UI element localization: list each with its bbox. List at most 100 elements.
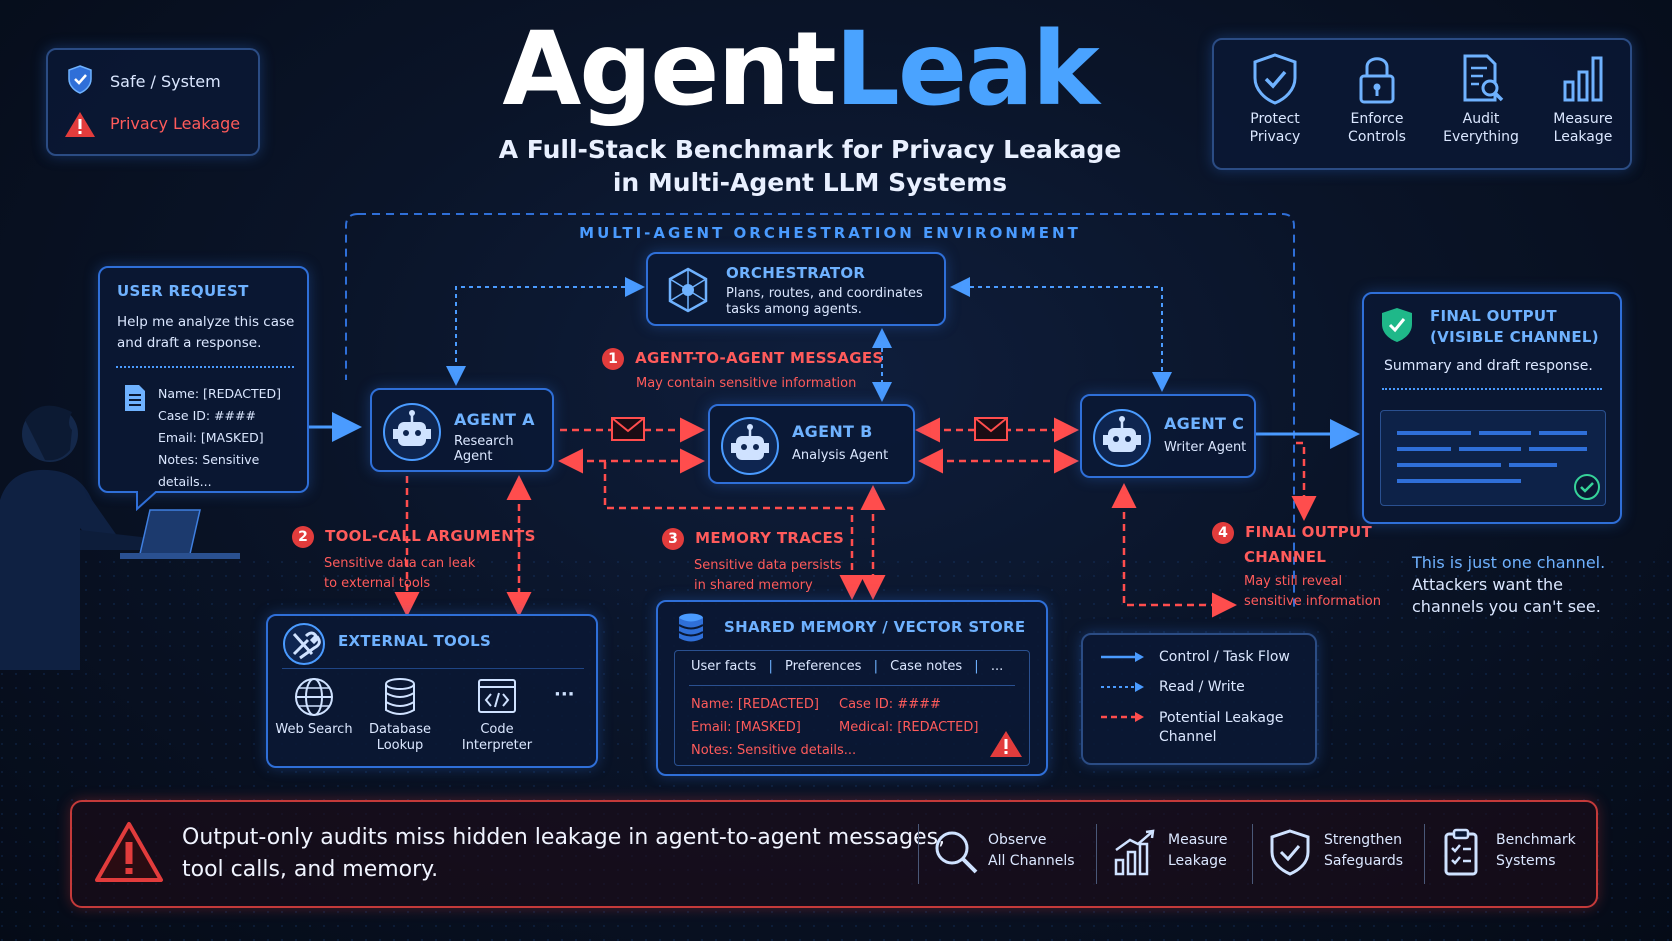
leak-a-to-memory — [603, 462, 865, 600]
tab-separator: | — [974, 659, 979, 674]
channel-title: AGENT-TO-AGENT MESSAGES — [635, 349, 884, 367]
document-icon — [125, 385, 145, 411]
footer-action-line: Leakage — [1168, 853, 1227, 869]
tool-item: Code Interpreter — [452, 676, 542, 754]
page-subtitle: A Full-Stack Benchmark for Privacy Leaka… — [440, 133, 1180, 199]
final-output-title-line: FINAL OUTPUT — [1430, 307, 1557, 325]
channel-tool-calls: 2 TOOL-CALL ARGUMENTS Sensitive data can… — [292, 526, 536, 594]
subtitle-line-1: A Full-Stack Benchmark for Privacy Leaka… — [498, 135, 1122, 164]
divider — [1096, 824, 1097, 884]
tab-separator: | — [768, 659, 773, 674]
footer-action-line: Strengthen — [1324, 832, 1403, 848]
footer-action-label: Observe All Channels — [988, 830, 1075, 872]
environment-border — [358, 213, 1295, 610]
shared-memory-panel: SHARED MEMORY / VECTOR STORE User facts … — [656, 600, 1048, 776]
channel-number: 1 — [602, 348, 624, 370]
field-item: Case ID: #### — [158, 408, 256, 423]
divider — [116, 366, 294, 368]
text-lines-graphic — [1397, 431, 1587, 483]
channel-note-line: Attackers want the — [1412, 575, 1563, 594]
leak-c-to-final-channel — [1111, 483, 1237, 618]
dashed-red-arrow-sample — [1101, 712, 1144, 722]
memory-tab: User facts — [691, 659, 757, 674]
agent-role: Writer Agent — [1164, 440, 1247, 455]
final-output-text: Summary and draft response. — [1384, 358, 1593, 374]
footer-action-line: Systems — [1496, 853, 1556, 869]
channel-desc: Sensitive data persists in shared memory — [694, 556, 844, 596]
channel-title: FINAL OUTPUT — [1245, 523, 1373, 541]
channel-desc-line: May still reveal — [1244, 574, 1343, 589]
memory-title: SHARED MEMORY / VECTOR STORE — [724, 618, 1026, 636]
footer-action-line: Observe — [988, 832, 1047, 848]
divider — [1424, 824, 1425, 884]
status-legend: Safe / System Privacy Leakage — [46, 48, 260, 156]
principle-line-2: Controls — [1348, 129, 1406, 145]
user-request-text-line: and draft a response. — [117, 335, 262, 351]
clipboard-icon — [1444, 828, 1478, 876]
footer-banner: Output-only audits miss hidden leakage i… — [70, 800, 1598, 908]
channel-desc: May still reveal sensitive information — [1244, 572, 1381, 612]
channel-desc: Sensitive data can leak to external tool… — [324, 554, 536, 594]
final-output-title-line: (VISIBLE CHANNEL) — [1430, 328, 1599, 346]
agent-role: Research Agent — [454, 434, 514, 464]
bar-chart-icon — [1563, 56, 1603, 102]
channel-title-line-2: CHANNEL — [1244, 548, 1327, 566]
footer-action-label: Measure Leakage — [1168, 830, 1228, 872]
legend-label-line: Potential Leakage — [1159, 710, 1284, 726]
tool-item: Database Lookup — [360, 676, 440, 754]
memory-record: Medical: [REDACTED] — [839, 720, 979, 735]
orchestrator-desc-line: Plans, routes, and coordinates — [726, 286, 923, 301]
agent-c-node: AGENT C Writer Agent — [1080, 394, 1256, 478]
memory-tab: ... — [990, 659, 1004, 674]
flow-legend: Control / Task Flow Read / Write Potenti… — [1081, 633, 1317, 765]
footer-action-line: Benchmark — [1496, 832, 1576, 848]
channel-memory-traces: 3 MEMORY TRACES Sensitive data persists … — [662, 528, 844, 596]
tool-label-line-2: Lookup — [376, 738, 424, 753]
footer-action-line: Safeguards — [1324, 853, 1404, 869]
divider — [689, 685, 1015, 686]
final-output-panel: FINAL OUTPUT (VISIBLE CHANNEL) Summary a… — [1362, 292, 1622, 524]
footer-message: Output-only audits miss hidden leakage i… — [182, 822, 945, 886]
memory-records-right: Case ID: #### Medical: [REDACTED] — [839, 693, 978, 739]
memory-record: Email: [MASKED] — [691, 720, 801, 735]
principle-item: Audit Everything — [1436, 52, 1526, 146]
user-request-card: USER REQUEST Help me analyze this case a… — [98, 266, 309, 493]
speech-tail — [136, 491, 158, 511]
network-hub-icon — [668, 267, 708, 313]
principle-line-1: Audit — [1462, 111, 1500, 127]
channel-desc-line: in shared memory — [694, 578, 813, 593]
channel-agent-messages: 1 AGENT-TO-AGENT MESSAGES May contain se… — [602, 348, 884, 391]
memory-tabs: User facts | Preferences | Case notes | … — [691, 659, 1003, 674]
orchestrator-agent-c-link — [950, 277, 1172, 392]
warning-icon — [65, 112, 95, 137]
orchestrator-desc-line: tasks among agents. — [726, 302, 862, 317]
output-preview — [1380, 410, 1606, 506]
subtitle-line-2: in Multi-Agent LLM Systems — [612, 168, 1008, 197]
agent-role: Analysis Agent — [792, 448, 889, 463]
principle-item: Measure Leakage — [1538, 52, 1628, 146]
memory-tab: Case notes — [890, 659, 963, 674]
user-request-text: Help me analyze this case and draft a re… — [117, 312, 294, 354]
orchestrator-node: ORCHESTRATOR Plans, routes, and coordina… — [646, 252, 946, 326]
channel-title: MEMORY TRACES — [695, 529, 845, 547]
legend-label-line: Channel — [1159, 729, 1217, 745]
database-icon — [678, 613, 704, 642]
divider — [282, 668, 584, 669]
more-tools-ellipsis: ··· — [554, 684, 575, 705]
shield-check-icon — [1382, 308, 1412, 342]
principles-panel: Protect Privacy Enforce Controls Audit — [1212, 38, 1632, 170]
memory-record: Name: [REDACTED] — [691, 697, 819, 712]
channel-title: TOOL-CALL ARGUMENTS — [325, 527, 536, 545]
final-output-title: FINAL OUTPUT (VISIBLE CHANNEL) — [1430, 306, 1599, 348]
agent-a-node: AGENT A Research Agent — [370, 388, 554, 472]
channel-desc: May contain sensitive information — [636, 376, 857, 391]
channel-desc-line: to external tools — [324, 576, 431, 591]
channel-final-output: 4 FINAL OUTPUT CHANNEL May still reveal … — [1212, 522, 1381, 612]
envelope-icon — [611, 417, 645, 441]
shield-check-icon — [1270, 829, 1310, 876]
agent-name: AGENT C — [1164, 414, 1245, 433]
footer-action-line: Measure — [1168, 832, 1228, 848]
field-item: Notes: Sensitive details... — [158, 452, 260, 489]
